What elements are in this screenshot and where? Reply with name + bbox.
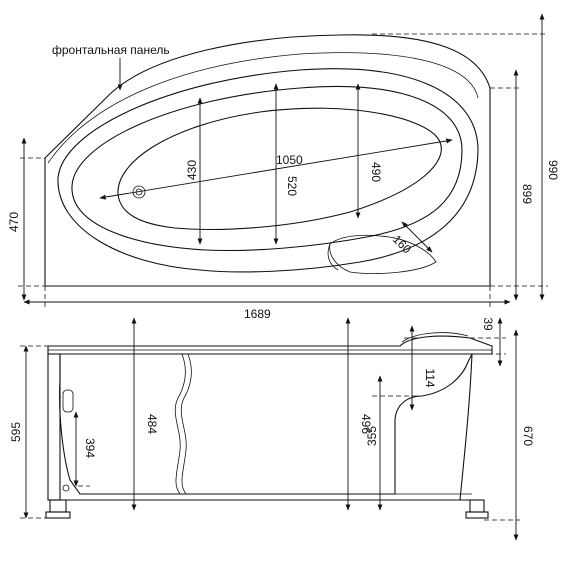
leg-left-foot: [45, 511, 71, 519]
rim-contour-outer: [57, 68, 479, 273]
side-depth-label: 899: [520, 184, 534, 204]
corner-radius-label: 160: [390, 232, 414, 256]
corner-seat-edge: [327, 243, 339, 271]
cutaway-wave-right: [180, 353, 192, 495]
side-rim-top: [47, 335, 493, 355]
side-headrest: [401, 332, 469, 343]
rim-thickness-label: 39: [481, 317, 495, 331]
cutaway-wave-left: [174, 353, 186, 495]
left-side-label: 470: [7, 212, 21, 232]
corner-seat-outline: [329, 234, 437, 274]
total-height-label: 595: [9, 422, 23, 442]
basin-width-520-label: 520: [285, 176, 299, 196]
drain-height-label: 394: [83, 438, 97, 458]
basin-length-label: 1050: [276, 153, 303, 167]
corner-radius-dimension: [401, 221, 433, 253]
headrest-height-label: 114: [423, 368, 437, 387]
drain-fitting: [62, 484, 70, 492]
leg-left: [49, 499, 67, 513]
side-right-wall: [459, 353, 473, 501]
overall-depth-label: 990: [546, 160, 560, 180]
basin-width-490-label: 490: [369, 162, 383, 182]
front-panel-band: [47, 52, 479, 164]
leg-right-foot: [465, 511, 489, 519]
seat-height-label: 355: [365, 426, 379, 446]
overflow-fitting: [62, 389, 74, 413]
front-panel-label: фронтальная панель: [52, 43, 170, 57]
inner-depth-496-label: 496: [359, 414, 373, 434]
right-height-label: 670: [521, 426, 535, 446]
basin-width-430-label: 430: [185, 160, 199, 180]
side-basin-profile: [59, 353, 473, 495]
leg-right: [469, 499, 485, 513]
side-left-panel: [47, 353, 61, 501]
rim-contour-inner: [71, 85, 463, 252]
inner-depth-484-label: 484: [145, 414, 159, 434]
tub-outer-outline: [44, 34, 491, 287]
plan-view: [18, 13, 548, 310]
overall-length-label: 1689: [244, 307, 271, 321]
side-view: [20, 317, 520, 541]
